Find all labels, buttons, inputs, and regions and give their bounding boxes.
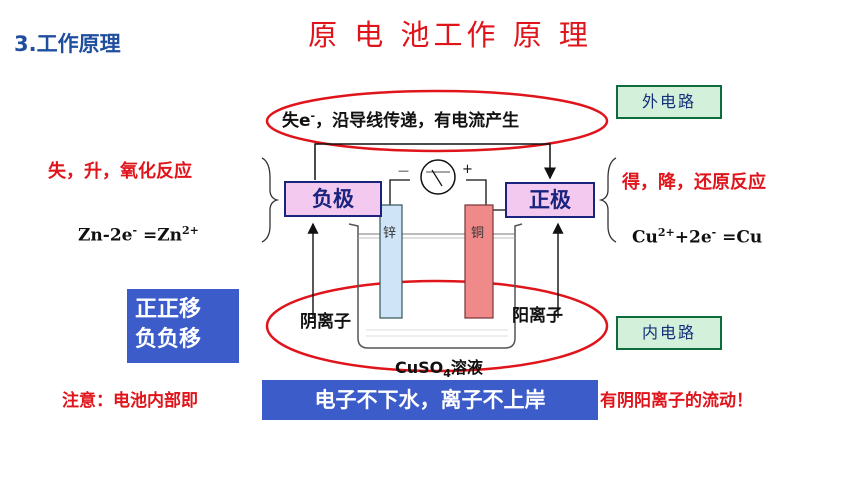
galvanometer	[420, 159, 456, 195]
electron-flow-text: 失e-，沿导线传递，有电流产生	[282, 109, 520, 131]
cation-label: 阳离子	[512, 306, 563, 326]
mnemonic-line-2: 负负移	[135, 327, 202, 352]
meter-needle	[431, 169, 443, 187]
zinc-electrode	[379, 204, 403, 319]
mnemonic-box: 正正移 负负移	[127, 289, 239, 363]
anion-label: 阴离子	[300, 312, 351, 332]
beaker	[348, 223, 523, 349]
positive-pole: 正极	[505, 182, 595, 218]
meter-wire-right	[466, 179, 487, 206]
internal-circuit-tag: 内电路	[616, 316, 722, 350]
negative-equation: Zn-2e- =Zn2+	[78, 224, 199, 246]
zinc-label: 锌	[383, 226, 397, 241]
external-circuit-oval	[265, 89, 609, 153]
note-left: 注意：电池内部即	[62, 391, 198, 411]
outer-wire	[314, 143, 556, 180]
meter-wire-left	[389, 179, 410, 206]
reduction-text: 得，降，还原反应	[622, 172, 766, 193]
slogan-box: 电子不下水，离子不上岸	[262, 380, 598, 420]
left-brace	[261, 157, 280, 243]
copper-electrode	[464, 204, 494, 319]
oxidation-text: 失，升，氧化反应	[48, 161, 192, 182]
right-brace	[598, 157, 617, 243]
external-circuit-tag: 外电路	[616, 85, 722, 119]
negative-pole: 负极	[284, 181, 382, 217]
copper-label: 铜	[471, 226, 485, 241]
main-title: 原 电 池工作 原 理	[308, 18, 592, 52]
solution-label: CuSO4溶液	[395, 358, 483, 381]
positive-equation: Cu2++2e- =Cu	[632, 226, 763, 248]
section-title: 3.工作原理	[14, 32, 121, 56]
mnemonic-line-1: 正正移	[135, 297, 202, 322]
meter-plus: +	[462, 162, 473, 177]
meter-minus: —	[398, 164, 409, 177]
internal-circuit-oval	[265, 279, 609, 373]
note-right: 有阴阳离子的流动！	[600, 391, 753, 411]
